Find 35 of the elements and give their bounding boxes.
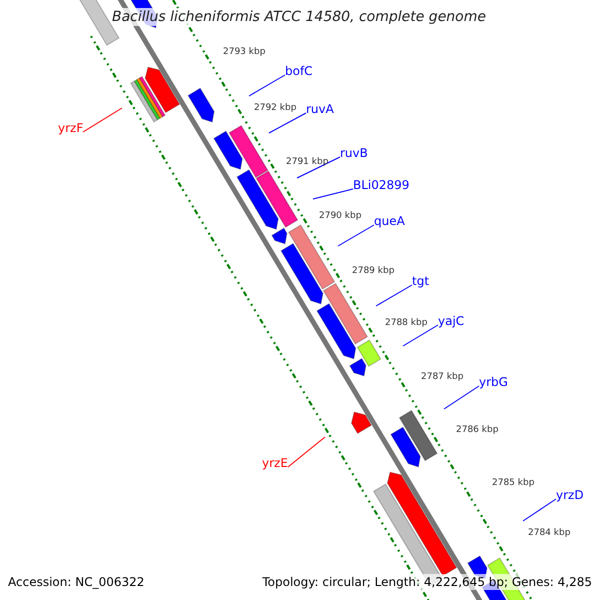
- gene-label: yrzF: [58, 121, 84, 135]
- gene-label: yrzE: [262, 456, 288, 470]
- leader-line: [288, 436, 326, 468]
- leader-line: [312, 188, 354, 200]
- leader-line: [338, 224, 374, 246]
- scale-label: 2793 kbp: [223, 47, 266, 58]
- scale-label: 2790 kbp: [319, 211, 362, 222]
- leader-line: [376, 284, 412, 306]
- gene-label: tgt: [412, 274, 430, 288]
- gene-label: ruvA: [306, 102, 334, 116]
- leader-line: [248, 74, 286, 96]
- scale-label: 2786 kbp: [456, 425, 498, 436]
- scale-label: 2791 kbp: [286, 157, 328, 168]
- gene-label: BLi02899: [353, 178, 410, 192]
- gene-label: yajC: [438, 314, 464, 328]
- gene-label: yrbG: [479, 375, 508, 389]
- scale-label: 2788 kbp: [385, 318, 428, 329]
- scale-label: 2789 kbp: [352, 266, 394, 277]
- gene-label: bofC: [285, 64, 313, 78]
- leader-line: [296, 156, 340, 178]
- genome-stats-text: Topology: circular; Length: 4,222,645 bp; Genes: 4,285: [262, 574, 592, 590]
- accession-text: Accession: NC_006322: [8, 574, 144, 590]
- scale-label: 2784 kbp: [528, 528, 570, 539]
- title: Bacillus licheniformis ATCC 14580, complete genome: [112, 8, 486, 26]
- gene-label: yrzD: [556, 488, 584, 502]
- leader-line: [268, 112, 306, 134]
- scale-label: 2787 kbp: [421, 372, 464, 383]
- leader-line: [522, 498, 556, 522]
- leader-line: [402, 324, 438, 346]
- leader-line: [444, 386, 480, 410]
- scale-label: 2792 kbp: [254, 103, 296, 114]
- scale-label: 2785 kbp: [492, 478, 534, 489]
- gene-label: queA: [374, 214, 405, 228]
- leader-line: [82, 108, 122, 132]
- gene-label: ruvB: [340, 146, 368, 160]
